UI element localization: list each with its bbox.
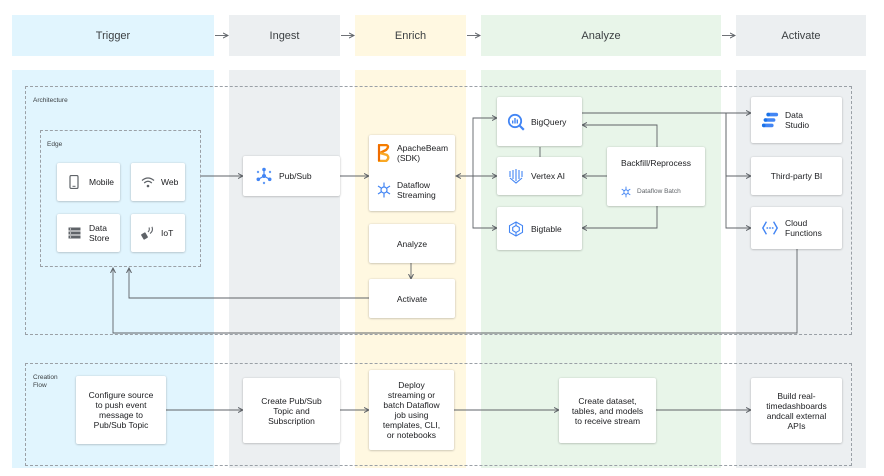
stage-activate-label: Activate [781,29,821,42]
activate-step-card[interactable]: Activate [369,279,455,318]
pubsub-label: Pub/Sub [279,171,312,181]
creation-step-2-text: Create Pub/Sub Topic and Subscription [261,395,322,426]
creation-step-dataflow[interactable]: Deploy streaming or batch Dataflow job u… [369,370,454,450]
third-party-bi-card[interactable]: Third-party BI [751,157,842,195]
bigquery-label: BigQuery [531,116,567,127]
edge-web-label: Web [161,177,179,187]
edge-iot-label: IoT [161,228,174,238]
creation-step-1-text: Configure source to push event message t… [88,390,154,430]
bigquery-card[interactable]: BigQuery [497,97,582,146]
architecture-group [25,86,852,335]
enrich-card[interactable]: ApacheBeam (SDK) Dataflow Streaming [369,135,455,211]
dataflow-row: Dataflow Streaming [369,171,455,209]
stage-trigger: Trigger [12,15,214,56]
creation-flow-label: Creation Flow [33,374,58,389]
pubsub-card[interactable]: Pub/Sub [243,156,340,196]
wifi-icon [139,173,157,191]
data-studio-icon [761,111,779,129]
stage-analyze: Analyze [481,15,721,56]
creation-step-configure[interactable]: Configure source to push event message t… [76,376,166,444]
activate-step-label: Activate [396,293,428,304]
edge-label: Edge [47,141,63,148]
backfill-sub-row: Dataflow Batch [607,179,705,205]
bigtable-label: Bigtable [531,223,562,234]
backfill-sub-label: Dataflow Batch [637,188,681,195]
stage-enrich: Enrich [355,15,466,56]
creation-step-dataset[interactable]: Create dataset, tables, and models to re… [559,378,656,443]
backfill-card[interactable]: Backfill/Reprocess Dataflow Batch [607,147,705,206]
creation-flow-group [25,363,852,466]
dataflow-batch-icon [621,186,631,198]
stage-ingest: Ingest [229,15,340,56]
analyze-step-label: Analyze [396,238,428,249]
dataflow-icon [375,181,393,199]
mobile-icon [65,173,83,191]
apache-beam-label: ApacheBeam (SDK) [397,143,449,163]
bigtable-icon [507,220,525,238]
apache-beam-icon [375,144,393,162]
creation-step-pubsub[interactable]: Create Pub/Sub Topic and Subscription [243,378,340,443]
data-studio-card[interactable]: Data Studio [751,97,842,143]
edge-mobile-label: Mobile [89,177,115,187]
architecture-label: Architecture [33,97,68,104]
creation-step-3-text: Deploy streaming or batch Dataflow job u… [382,380,441,440]
stage-activate: Activate [736,15,866,56]
analyze-step-card[interactable]: Analyze [369,224,455,263]
edge-iot-card[interactable]: IoT [131,214,185,252]
creation-step-dashboards[interactable]: Build real- timedashboards andcall exter… [751,378,842,443]
vertex-ai-icon [507,167,525,185]
apache-beam-row: ApacheBeam (SDK) [369,135,455,171]
edge-web-card[interactable]: Web [131,163,185,201]
cloud-functions-card[interactable]: Cloud Functions [751,207,842,249]
backfill-title: Backfill/Reprocess [621,158,691,168]
edge-datastore-card[interactable]: Data Store [57,214,120,252]
dataflow-label: Dataflow Streaming [397,180,436,200]
stage-analyze-label: Analyze [581,29,621,42]
bigtable-card[interactable]: Bigtable [497,207,582,250]
edge-datastore-label: Data Store [89,223,110,243]
vertex-ai-card[interactable]: Vertex AI [497,157,582,195]
vertex-ai-label: Vertex AI [531,171,566,181]
third-party-bi-label: Third-party BI [770,171,823,181]
creation-step-5-text: Build real- timedashboards andcall exter… [766,390,827,431]
iot-icon [139,224,157,242]
stage-trigger-label: Trigger [95,29,131,42]
data-store-icon [65,224,83,242]
cloud-functions-icon [761,219,779,237]
stage-enrich-label: Enrich [394,29,427,42]
data-studio-label: Data Studio [785,110,810,130]
bigquery-icon [507,113,525,131]
pubsub-icon [255,167,273,185]
edge-mobile-card[interactable]: Mobile [57,163,120,201]
creation-step-4-text: Create dataset, tables, and models to re… [571,395,644,426]
edge-group [40,130,201,267]
stage-ingest-label: Ingest [269,29,300,42]
cloud-functions-label: Cloud Functions [785,218,822,238]
